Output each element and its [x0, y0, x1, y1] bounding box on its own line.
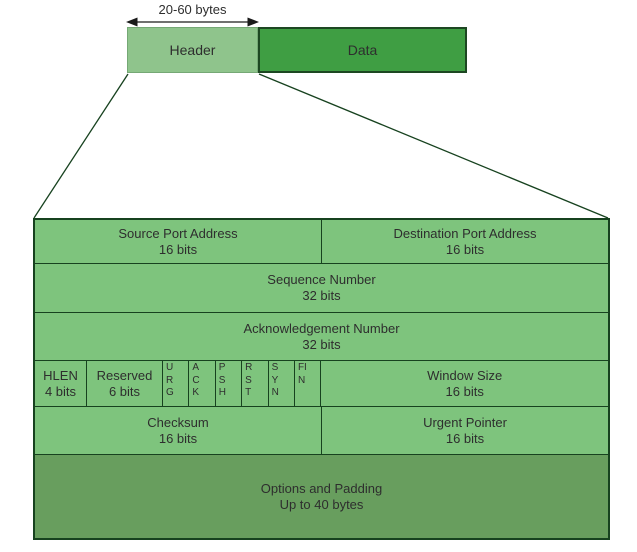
field-reserved: Reserved 6 bits	[87, 361, 163, 406]
field-title: Acknowledgement Number	[243, 320, 400, 336]
field-size: 6 bits	[108, 383, 141, 399]
row-options: Options and Padding Up to 40 bytes	[35, 455, 608, 538]
field-size: Up to 40 bytes	[279, 496, 364, 512]
segment-data-label: Data	[347, 42, 378, 58]
field-size: 32 bits	[302, 336, 341, 352]
field-title: Source Port Address	[118, 225, 238, 241]
flag-label: SYN	[271, 362, 279, 398]
field-options-padding: Options and Padding Up to 40 bytes	[35, 455, 608, 538]
segment-header-label: Header	[169, 42, 216, 58]
expand-line-right	[258, 73, 609, 219]
flag-fin: FIN	[295, 361, 322, 406]
size-arrowhead-right	[247, 17, 259, 27]
field-sequence-number: Sequence Number 32 bits	[35, 264, 608, 312]
field-title: Checksum	[147, 414, 209, 430]
field-urgent-pointer: Urgent Pointer 16 bits	[322, 407, 608, 454]
tcp-fields-table: Source Port Address 16 bits Destination …	[33, 218, 610, 540]
field-title: Window Size	[427, 367, 503, 383]
flag-psh: PSH	[216, 361, 243, 406]
segment-data-box: Data	[258, 27, 467, 73]
field-title: Destination Port Address	[393, 225, 537, 241]
field-size: 16 bits	[445, 430, 485, 446]
expand-line-left	[33, 73, 129, 219]
size-annotation-label: 20-60 bytes	[158, 2, 227, 17]
flag-label: ACK	[192, 362, 200, 398]
flag-label: FIN	[297, 362, 307, 386]
row-flags: HLEN 4 bits Reserved 6 bits URG ACK PSH …	[35, 361, 608, 407]
field-size: 4 bits	[44, 383, 77, 399]
row-checksum: Checksum 16 bits Urgent Pointer 16 bits	[35, 407, 608, 455]
size-arrowhead-left	[126, 17, 138, 27]
field-acknowledgement-number: Acknowledgement Number 32 bits	[35, 313, 608, 360]
field-title: HLEN	[43, 367, 78, 383]
field-title: Reserved	[96, 367, 153, 383]
field-size: 32 bits	[302, 288, 341, 303]
field-hlen: HLEN 4 bits	[35, 361, 87, 406]
segment-header-box: Header	[127, 27, 258, 73]
field-source-port: Source Port Address 16 bits	[35, 220, 322, 263]
row-acknowledgement: Acknowledgement Number 32 bits	[35, 313, 608, 361]
flag-syn: SYN	[269, 361, 295, 406]
flag-urg: URG	[163, 361, 190, 406]
flag-ack: ACK	[189, 361, 216, 406]
field-title: Urgent Pointer	[423, 414, 507, 430]
field-size: 16 bits	[445, 383, 484, 399]
field-checksum: Checksum 16 bits	[35, 407, 322, 454]
field-title: Options and Padding	[260, 480, 383, 496]
flag-label: URG	[166, 362, 174, 398]
field-size: 16 bits	[158, 430, 198, 446]
flag-rst: RST	[242, 361, 269, 406]
field-size: 16 bits	[158, 241, 198, 257]
field-title: Sequence Number	[267, 272, 376, 287]
row-sequence: Sequence Number 32 bits	[35, 264, 608, 313]
field-size: 16 bits	[445, 241, 485, 257]
flag-label: RST	[245, 362, 253, 398]
field-window-size: Window Size 16 bits	[321, 361, 608, 406]
row-ports: Source Port Address 16 bits Destination …	[35, 220, 608, 264]
flag-label: PSH	[218, 362, 227, 398]
field-destination-port: Destination Port Address 16 bits	[322, 220, 608, 263]
